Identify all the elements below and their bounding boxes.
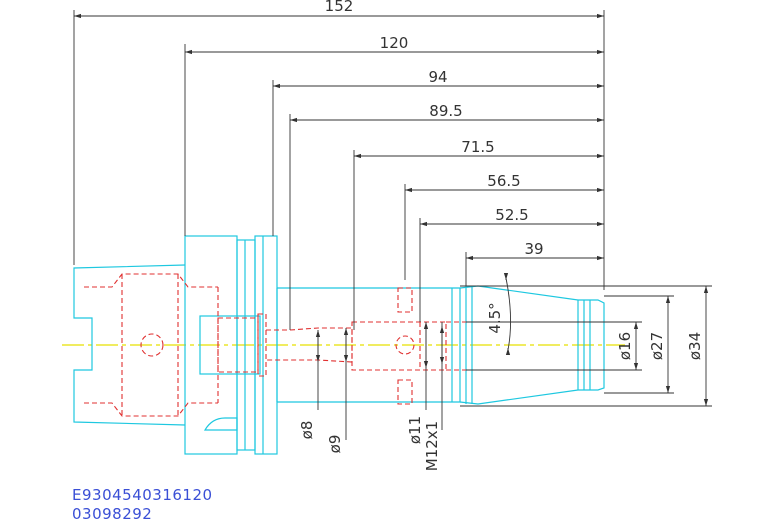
hidden-lines (84, 273, 466, 417)
diameter-label-11: ø11 (406, 416, 424, 444)
thread-label: M12x1 (423, 421, 441, 471)
dim-label-71-5: 71.5 (461, 138, 494, 156)
dim-label-120: 120 (380, 34, 409, 52)
dim-label-94: 94 (428, 68, 447, 86)
dim-label-39: 39 (524, 240, 543, 258)
dim-label-152: 152 (325, 0, 354, 15)
body-outline (73, 235, 605, 455)
diameter-label-8: ø8 (298, 421, 316, 440)
diameter-label-34: ø34 (686, 332, 704, 360)
dimension-lines (73, 10, 712, 440)
diameter-label-9: ø9 (326, 435, 344, 454)
part-code-line-1: E9304540316120 (72, 486, 213, 504)
diameter-label-27: ø27 (648, 332, 666, 360)
part-code-line-2: 03098292 (72, 505, 152, 523)
angle-label: 4.5° (486, 302, 504, 333)
dim-label-89-5: 89.5 (429, 102, 462, 120)
diameter-label-16: ø16 (616, 332, 634, 360)
dim-label-52-5: 52.5 (495, 206, 528, 224)
dim-label-56-5: 56.5 (487, 172, 520, 190)
